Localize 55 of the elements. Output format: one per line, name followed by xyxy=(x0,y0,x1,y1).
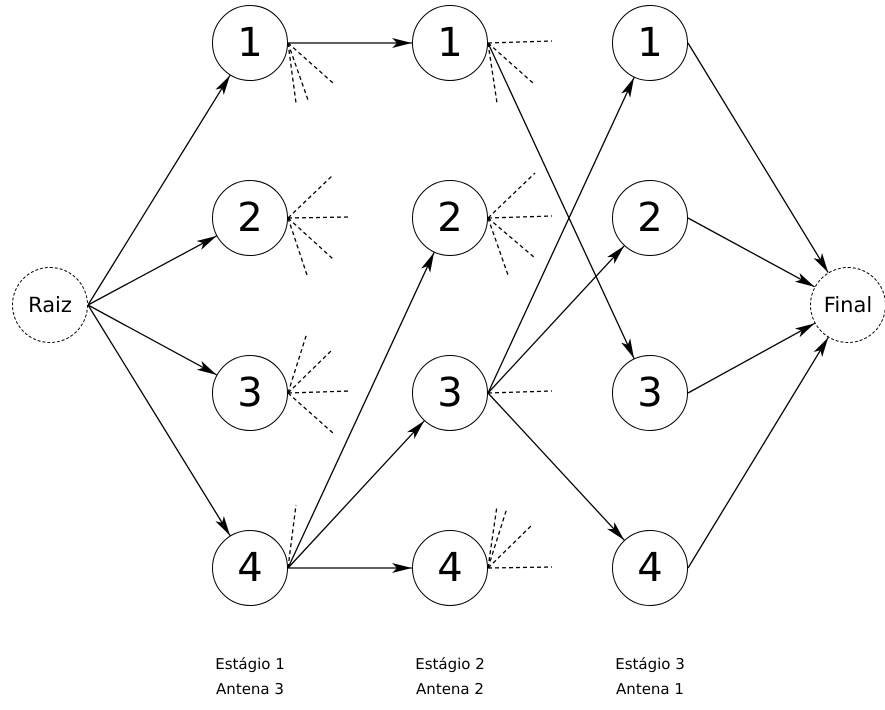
dashed-branch-line xyxy=(288,390,350,394)
arrow xyxy=(87,304,231,536)
dashed-branch-line xyxy=(288,216,350,219)
dashed-branch-line xyxy=(488,566,552,569)
stage-label: Estágio 3 Antena 1 xyxy=(614,654,686,700)
dashed-branch-line xyxy=(287,504,297,568)
node-label: 3 xyxy=(237,373,263,413)
node-label: 3 xyxy=(637,373,663,413)
dashed-branch-line xyxy=(287,218,308,276)
dashed-branch-line xyxy=(487,218,509,276)
dashed-branch-line xyxy=(488,218,536,258)
dashed-branch-line xyxy=(488,524,534,568)
arrow xyxy=(688,322,816,394)
node-label: 1 xyxy=(637,23,663,63)
node-label: 2 xyxy=(637,198,663,238)
dashed-branch-line xyxy=(288,392,334,434)
node-label: Final xyxy=(824,294,872,316)
node-label: 3 xyxy=(437,373,463,413)
dashed-branch-line xyxy=(287,332,308,394)
node-label: 1 xyxy=(437,23,463,63)
arrow xyxy=(488,245,625,394)
node-label: 4 xyxy=(637,548,663,588)
node-label: 2 xyxy=(437,198,463,238)
arrow xyxy=(687,337,829,568)
arrow xyxy=(88,304,217,376)
arrow xyxy=(288,563,412,573)
arrow xyxy=(487,42,635,359)
node-label: 2 xyxy=(237,198,263,238)
dashed-branch-line xyxy=(288,174,334,218)
arrow xyxy=(288,38,412,48)
dashed-branch-line xyxy=(488,40,552,44)
arrow xyxy=(87,74,231,306)
arrow xyxy=(487,77,635,394)
dashed-branch-line xyxy=(488,172,536,218)
dashed-branch-line xyxy=(488,390,552,394)
dashed-branch-line xyxy=(288,218,334,260)
node-label: 4 xyxy=(437,548,463,588)
dashed-branch-line xyxy=(487,508,508,568)
dashed-branch-line xyxy=(488,42,534,84)
dashed-branch-line xyxy=(288,348,334,394)
arrow xyxy=(687,42,829,273)
stage-label: Estágio 2 Antena 2 xyxy=(414,654,486,700)
stage-label: Estágio 1 Antena 3 xyxy=(214,654,286,700)
dashed-branch-line xyxy=(488,215,552,219)
dashed-branch-line xyxy=(487,42,498,104)
arrow xyxy=(288,420,425,568)
dashed-branch-line xyxy=(287,42,309,100)
node-label: Raiz xyxy=(28,294,72,316)
node-label: 4 xyxy=(237,548,263,588)
arrow xyxy=(88,235,217,306)
arrow xyxy=(488,392,625,541)
dashed-branch-line xyxy=(288,42,334,84)
node-label: 1 xyxy=(237,23,263,63)
arrow xyxy=(287,252,435,568)
arrow xyxy=(688,217,815,288)
